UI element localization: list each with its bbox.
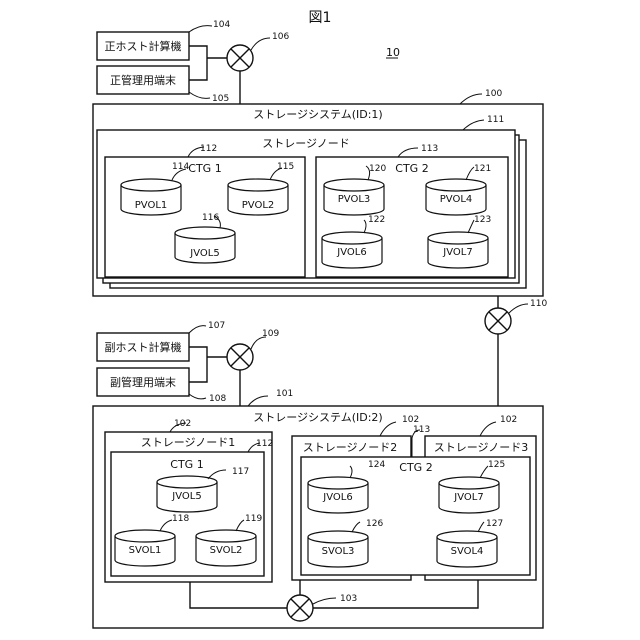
svol1-label: SVOL1 [129,545,162,556]
pvol3-volume: PVOL3 [324,179,384,215]
ref-123: 123 [474,215,491,225]
pvol1-volume: PVOL1 [121,179,181,215]
ref-110: 110 [530,299,547,309]
svol4-label: SVOL4 [451,546,484,557]
system-ref-label: 10 [386,46,400,59]
ref-109: 109 [262,329,279,339]
ref-112-primary: 112 [200,144,217,154]
ref-113-secondary: 113 [413,425,430,435]
ref-121: 121 [474,164,491,174]
ref-102-node1: 102 [174,419,191,429]
pvol4-volume: PVOL4 [426,179,486,215]
ref-100: 100 [485,89,502,99]
jvol6-primary-volume: JVOL6 [322,232,382,268]
jvol7-primary-volume: JVOL7 [428,232,488,268]
ref-104: 104 [213,20,230,30]
svol3-label: SVOL3 [322,546,355,557]
ref-102-node3: 102 [500,415,517,425]
storage-node-2-label: ストレージノード2 [303,441,398,454]
ref-117: 117 [232,467,249,477]
ref-102-node2: 102 [402,415,419,425]
ref-111: 111 [487,115,504,125]
jvol5-secondary-volume: JVOL5 [157,476,217,512]
jvol7-secondary-label: JVOL7 [453,492,483,503]
secondary-host-box: 副ホスト計算機 [97,333,189,361]
storage-node-3-label: ストレージノード3 [434,441,529,454]
ref-124: 124 [368,460,385,470]
figure-title: 図1 [309,10,332,26]
ref-120: 120 [369,164,386,174]
ref-106: 106 [272,32,289,42]
pvol4-label: PVOL4 [440,194,473,205]
jvol6-primary-label: JVOL6 [336,247,366,258]
ref-108: 108 [209,394,226,404]
ref-118: 118 [172,514,189,524]
ref-107: 107 [208,321,225,331]
svol3-volume: SVOL3 [308,531,368,567]
ref-126: 126 [366,519,383,529]
ref-101: 101 [276,389,293,399]
jvol7-secondary-volume: JVOL7 [439,477,499,513]
secondary-host-label: 副ホスト計算機 [105,340,182,354]
jvol7-primary-label: JVOL7 [442,247,472,258]
ref-115: 115 [277,162,294,172]
secondary-terminal-label: 副管理用端末 [110,375,176,389]
ref-125: 125 [488,460,505,470]
secondary-host-link [189,347,227,382]
primary-switch-icon [227,45,253,71]
jvol6-secondary-volume: JVOL6 [308,477,368,513]
ctg2-secondary-label: CTG 2 [399,461,432,474]
ref-116: 116 [202,213,219,223]
pvol3-label: PVOL3 [338,194,371,205]
storage-system-2-label: ストレージシステム(ID:2) [253,411,382,424]
svol4-volume: SVOL4 [437,531,497,567]
remote-link-switch-icon [485,308,511,334]
primary-host-label: 正ホスト計算機 [105,39,182,53]
primary-host-link [189,46,227,80]
ctg1-primary-label: CTG 1 [188,162,221,175]
jvol5-secondary-label: JVOL5 [171,491,201,502]
ref-119: 119 [245,514,262,524]
ctg1-secondary-label: CTG 1 [170,458,203,471]
ref-113-primary: 113 [421,144,438,154]
ref-122: 122 [368,215,385,225]
pvol1-label: PVOL1 [135,200,168,211]
ref-127: 127 [486,519,503,529]
jvol6-secondary-label: JVOL6 [322,492,352,503]
svol2-label: SVOL2 [210,545,243,556]
ref-114: 114 [172,162,189,172]
pvol2-volume: PVOL2 [228,179,288,215]
pvol2-label: PVOL2 [242,200,275,211]
ctg2-primary-label: CTG 2 [395,162,428,175]
svol2-volume: SVOL2 [196,530,256,566]
storage-system-1-label: ストレージシステム(ID:1) [253,108,382,121]
internal-switch-icon [287,595,313,621]
primary-terminal-box: 正管理用端末 [97,66,189,94]
primary-terminal-label: 正管理用端末 [110,73,176,87]
ref-103: 103 [340,594,357,604]
ref-105: 105 [212,94,229,104]
jvol5-primary-volume: JVOL5 [175,227,235,263]
storage-node-1-label: ストレージノード1 [141,436,236,449]
svol1-volume: SVOL1 [115,530,175,566]
secondary-terminal-box: 副管理用端末 [97,368,189,396]
primary-host-box: 正ホスト計算機 [97,32,189,60]
storage-node-label: ストレージノード [262,137,350,150]
ref-112-secondary: 112 [256,439,273,449]
secondary-switch-icon [227,344,253,370]
jvol5-primary-label: JVOL5 [189,248,219,259]
